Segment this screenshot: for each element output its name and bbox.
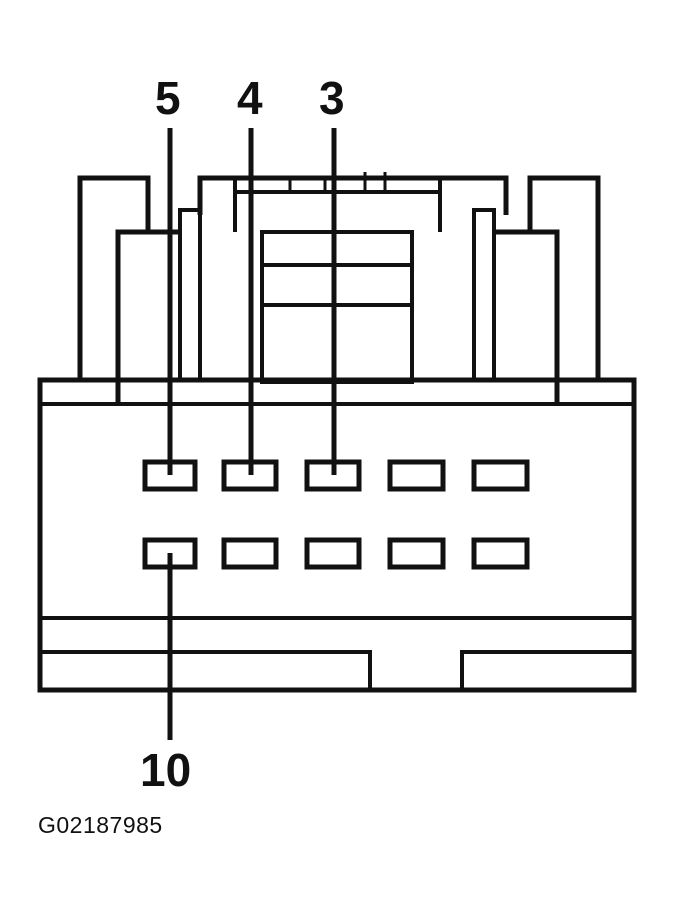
pin-cavities-bottom-row [142, 537, 530, 570]
pin-cavity-8 [304, 537, 362, 570]
connector-top-housing [77, 172, 601, 402]
pin-cavity-2 [387, 459, 446, 492]
pin-cavity-1 [471, 459, 530, 492]
figure-id: G02187985 [38, 812, 163, 838]
callout-pin-10: 10 [140, 744, 192, 796]
pin-cavity-7 [387, 537, 446, 570]
pin-cavity-9 [221, 537, 279, 570]
callout-pin-5: 5 [155, 72, 181, 124]
leader-lines [167, 128, 337, 740]
callout-pin-4: 4 [237, 72, 263, 124]
connector-body [37, 377, 637, 693]
callout-pin-3: 3 [319, 72, 345, 124]
pin-cavity-6 [471, 537, 530, 570]
